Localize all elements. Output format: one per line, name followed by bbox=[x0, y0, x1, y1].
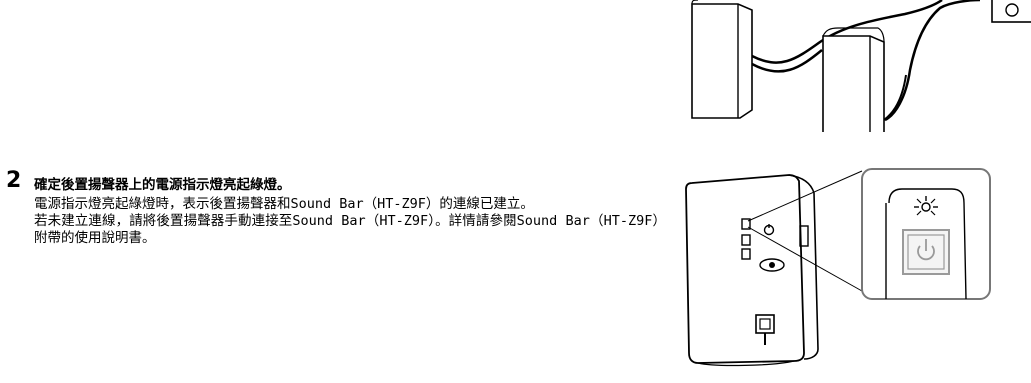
step-title: 確定後置揚聲器上的電源指示燈亮起綠燈。 bbox=[34, 177, 291, 193]
step-paragraph-1: 電源指示燈亮起綠燈時，表示後置揚聲器和Sound Bar（HT-Z9F）的連線已… bbox=[34, 196, 534, 212]
power-indicator-illustration bbox=[684, 163, 1002, 375]
step-number: 2 bbox=[6, 168, 22, 193]
rear-speakers-illustration bbox=[670, 0, 1031, 157]
step-paragraph-2: 若未建立連線，請將後置揚聲器手動連接至Sound Bar（HT-Z9F）。詳情請… bbox=[34, 213, 666, 246]
step-body: 電源指示燈亮起綠燈時，表示後置揚聲器和Sound Bar（HT-Z9F）的連線已… bbox=[34, 196, 666, 247]
